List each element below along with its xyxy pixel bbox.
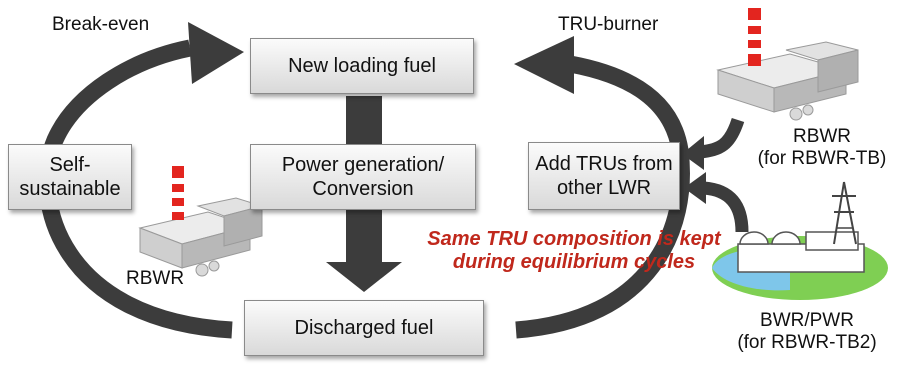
bwr-pwr-label: BWR/PWR (for RBWR-TB2) <box>722 310 892 354</box>
add-trus-label: Add TRUs from other LWR <box>535 153 673 199</box>
center-arrowhead <box>326 262 402 292</box>
rbwr-plant-right-icon <box>716 8 859 121</box>
inflow-arrowhead-lower <box>684 172 706 204</box>
tru-burner-arrowhead <box>514 36 574 94</box>
self-sustainable-label: Self- sustainable <box>19 154 121 200</box>
discharged-fuel-box: Discharged fuel <box>244 300 484 356</box>
rbwr-plant-left-icon <box>138 166 264 277</box>
add-trus-box: Add TRUs from other LWR <box>528 142 680 210</box>
break-even-arrowhead <box>188 22 244 84</box>
rbwr-right-label: RBWR (for RBWR-TB) <box>752 126 892 170</box>
rbwr-right-name: RBWR <box>792 126 852 147</box>
power-generation-label: Power generation/ Conversion <box>281 154 445 200</box>
bwr-pwr-sub: (for RBWR-TB2) <box>737 332 877 353</box>
tru-note-line1: Same TRU composition is kept <box>427 228 721 250</box>
tru-note-line2: during equilibrium cycles <box>452 251 696 273</box>
tru-burner-label: TRU-burner <box>558 14 659 35</box>
bwr-pwr-plant-icon <box>712 181 888 300</box>
inflow-arrow-lower <box>703 181 749 233</box>
self-sustainable-box: Self- sustainable <box>8 144 132 210</box>
tru-composition-note: Same TRU composition is kept during equi… <box>424 228 724 274</box>
rbwr-right-sub: (for RBWR-TB) <box>757 148 887 169</box>
new-loading-fuel-box: New loading fuel <box>250 38 474 94</box>
bwr-pwr-name: BWR/PWR <box>760 310 854 331</box>
tru-burner-cycle-arrow <box>515 55 690 339</box>
rbwr-left-label: RBWR <box>126 268 185 289</box>
power-generation-box: Power generation/ Conversion <box>250 144 476 210</box>
break-even-label: Break-even <box>52 14 150 35</box>
inflow-arrowhead-upper <box>682 136 704 170</box>
inflow-arrow-upper <box>699 117 745 159</box>
